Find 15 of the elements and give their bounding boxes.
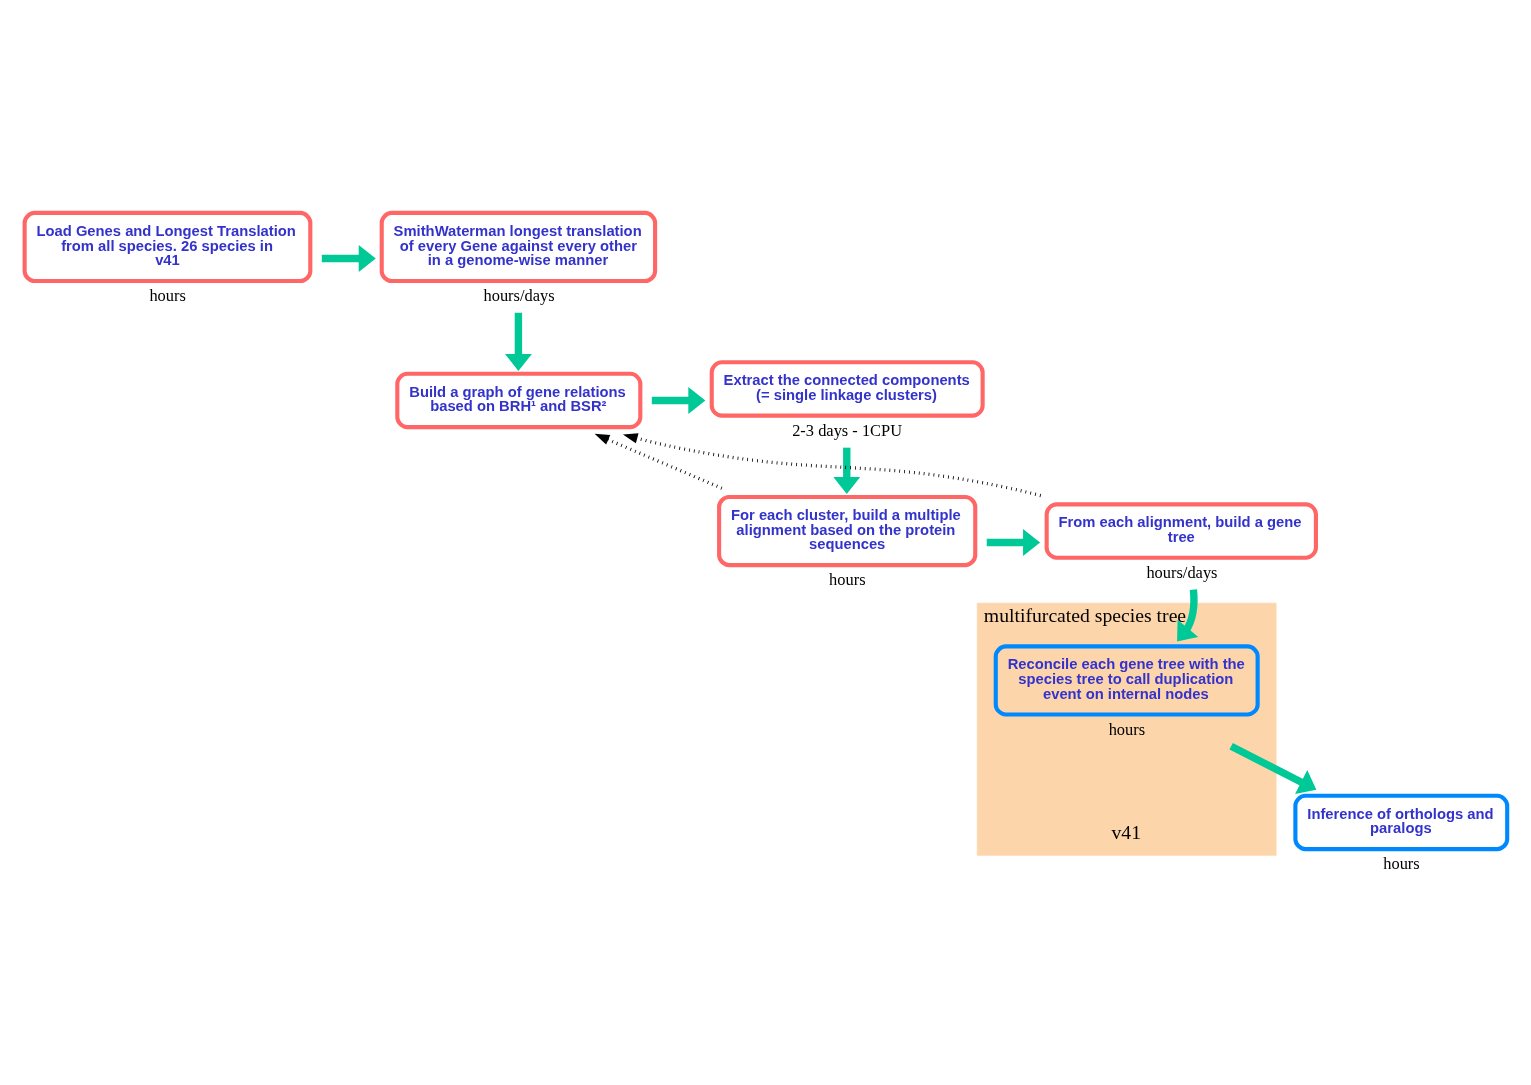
arrow [504, 312, 532, 371]
arrow [594, 433, 723, 490]
arrow [651, 387, 706, 414]
node-label: hours [149, 286, 186, 306]
arrow [1177, 589, 1199, 642]
arrow [1229, 742, 1317, 794]
node-label: hours/days [483, 286, 555, 306]
arrow [321, 245, 376, 272]
node-label: 2-3 days - 1CPU [792, 420, 903, 440]
arrow [986, 529, 1041, 556]
node-label: hours [829, 570, 866, 590]
node-label: hours [1383, 854, 1420, 874]
node-label: hours/days [1146, 562, 1218, 582]
arrow [622, 433, 1042, 498]
node-label: hours [1108, 719, 1146, 739]
